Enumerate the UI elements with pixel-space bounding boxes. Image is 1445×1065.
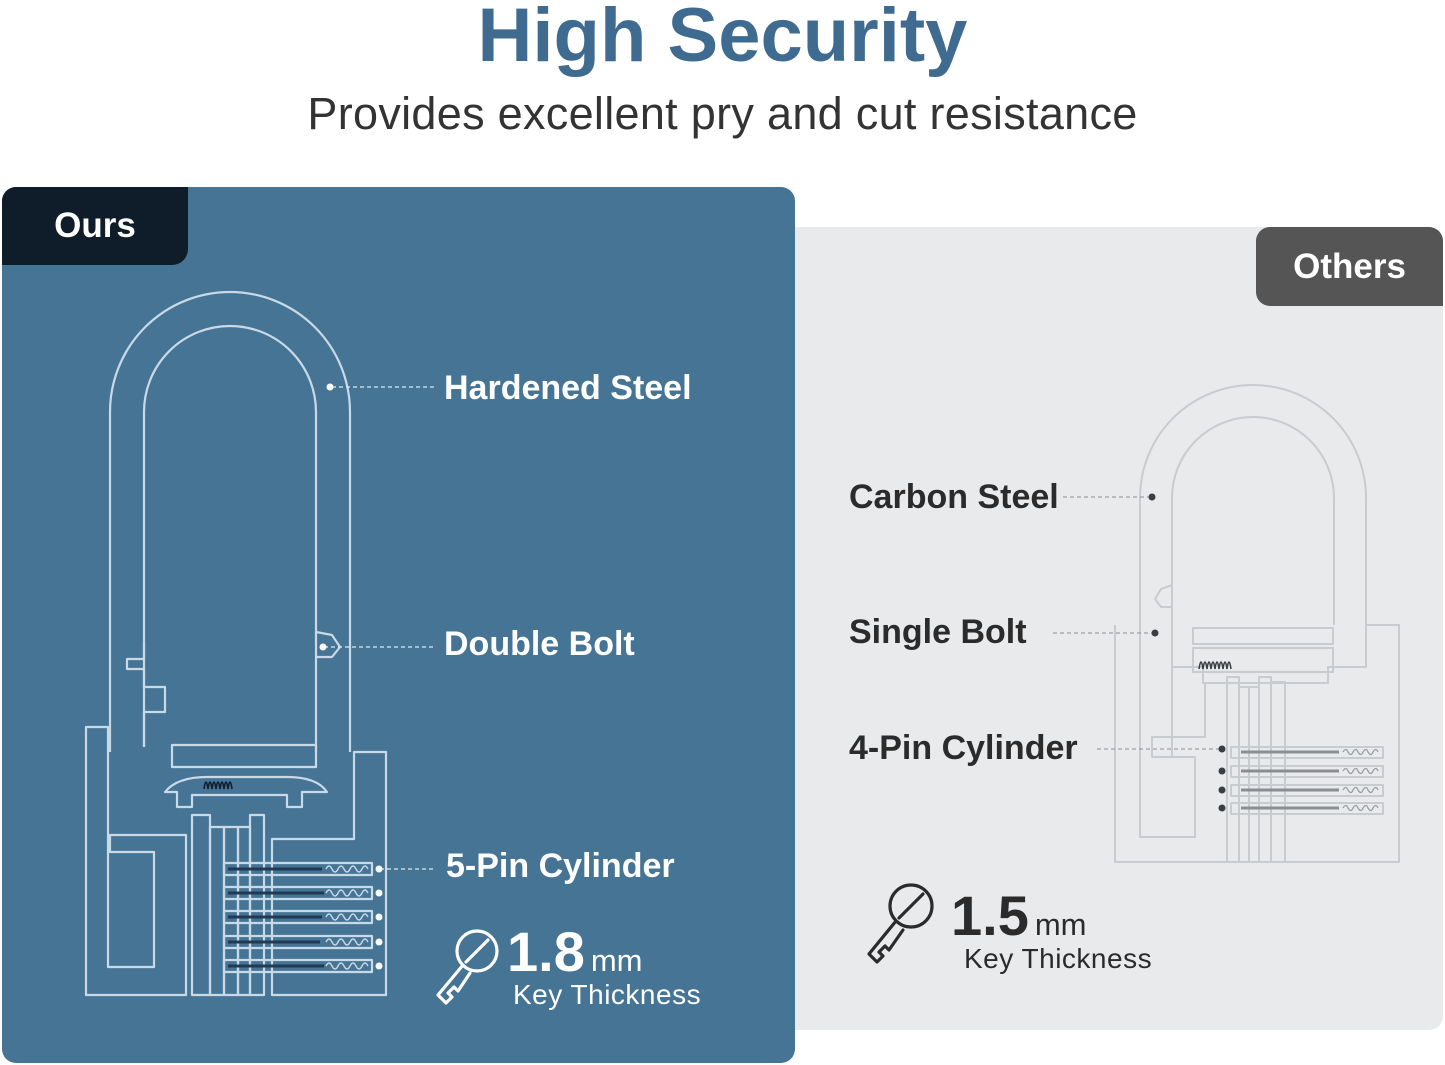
- others-feature-shackle: Carbon Steel: [849, 478, 1059, 516]
- ours-key-caption: Key Thickness: [513, 979, 702, 1010]
- ours-feature-shackle: Hardened Steel: [444, 369, 692, 407]
- page-subtitle: Provides excellent pry and cut resistanc…: [307, 88, 1138, 139]
- others-key-unit: mm: [1034, 907, 1087, 942]
- others-panel: Others: [795, 227, 1443, 1030]
- ours-feature-bolt: Double Bolt: [444, 625, 635, 663]
- others-lock-diagram: [1053, 384, 1400, 863]
- key-icon: [867, 883, 934, 964]
- others-key-caption: Key Thickness: [964, 943, 1153, 974]
- ours-panel: Ours: [2, 187, 795, 1063]
- ours-feature-cylinder: 5-Pin Cylinder: [446, 847, 675, 885]
- ours-lock-diagram: [84, 290, 436, 997]
- others-feature-bolt: Single Bolt: [849, 613, 1027, 651]
- ours-tag: Ours: [2, 187, 188, 265]
- others-feature-cylinder: 4-Pin Cylinder: [849, 729, 1078, 767]
- others-tag: Others: [1256, 227, 1443, 306]
- ours-key-unit: mm: [590, 943, 643, 978]
- page-title: High Security: [477, 0, 968, 78]
- others-key-number: 1.5: [951, 884, 1029, 947]
- ours-key-number: 1.8: [507, 920, 585, 983]
- key-icon: [436, 929, 499, 1005]
